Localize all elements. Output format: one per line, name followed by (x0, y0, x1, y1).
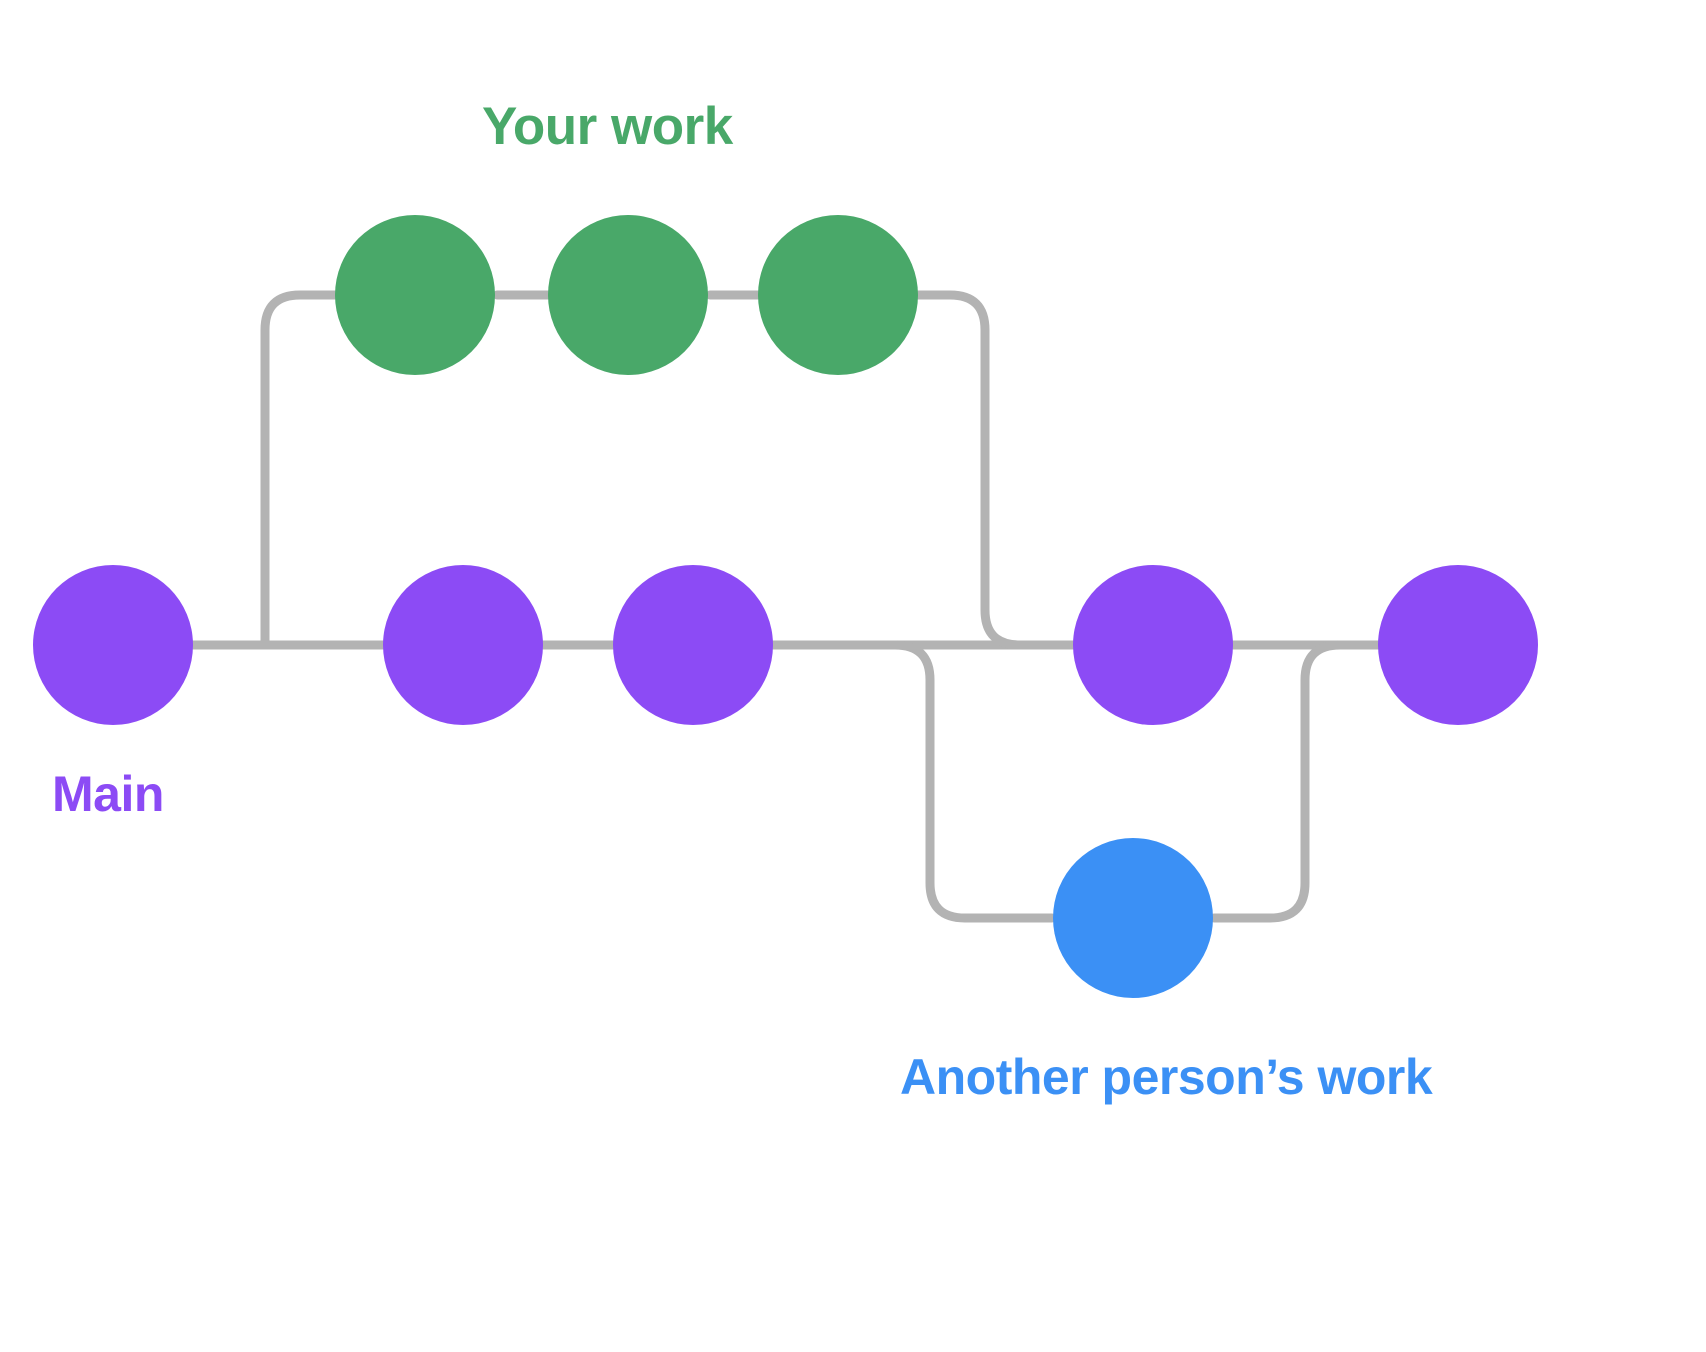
branch-label-your-work: Your work (482, 97, 733, 156)
commit-node-another-person-1[interactable] (1053, 838, 1213, 998)
branch-label-another-person: Another person’s work (900, 1049, 1433, 1105)
branch-main-nodes (33, 565, 1538, 725)
connector-layer (188, 290, 1385, 923)
connector-merge-in-blue (1209, 640, 1385, 923)
connector-merge-in-green (913, 290, 1078, 650)
commit-node-main-1[interactable] (33, 565, 193, 725)
branch-another-person-nodes (1053, 838, 1213, 998)
commit-node-your-work-3[interactable] (758, 215, 918, 375)
commit-node-your-work-2[interactable] (548, 215, 708, 375)
connector-branch-out-green (260, 290, 341, 650)
commit-node-your-work-1[interactable] (335, 215, 495, 375)
commit-node-main-3[interactable] (613, 565, 773, 725)
commit-node-main-5[interactable] (1378, 565, 1538, 725)
commit-node-main-4[interactable] (1073, 565, 1233, 725)
connector-branch-out-blue (768, 640, 1057, 923)
commit-node-main-2[interactable] (383, 565, 543, 725)
branch-your-work-nodes (335, 215, 918, 375)
branch-label-main: Main (52, 766, 164, 822)
